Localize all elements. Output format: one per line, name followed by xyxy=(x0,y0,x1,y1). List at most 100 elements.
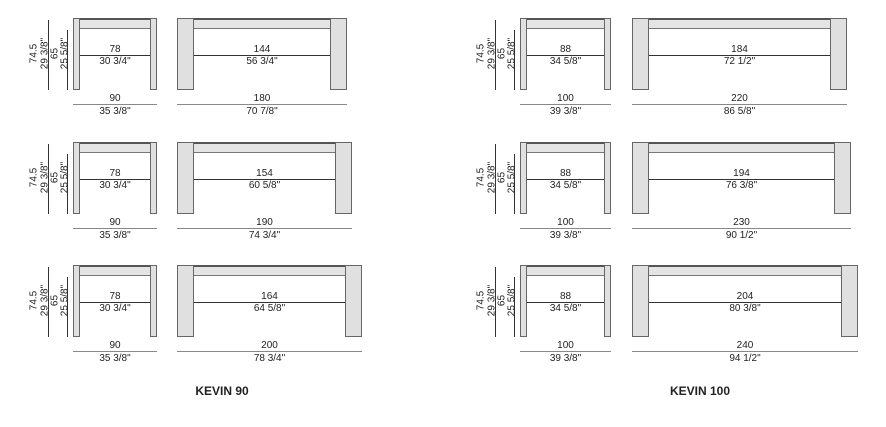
side-dim-line xyxy=(73,104,157,105)
side-inner-cm: 88 xyxy=(559,44,572,55)
front-leg-right xyxy=(335,142,352,214)
height-total-cm: 74.5 xyxy=(28,43,40,64)
front-dim-line xyxy=(632,228,851,229)
front-width-in: 90 1/2" xyxy=(725,230,758,241)
front-leg-right xyxy=(841,265,858,337)
height-line-total xyxy=(495,144,496,214)
front-leg-left xyxy=(632,18,649,90)
height-total-cm: 74.5 xyxy=(28,290,40,311)
side-width-in: 35 3/8" xyxy=(99,106,131,117)
height-line-total xyxy=(48,267,49,337)
side-leg-left xyxy=(73,18,80,90)
front-leg-right xyxy=(345,265,362,337)
side-inner-line xyxy=(527,179,604,180)
front-inner-cm: 164 xyxy=(261,291,278,302)
height-line-total xyxy=(48,20,49,90)
side-leg-left xyxy=(520,142,527,214)
front-inner-in: 72 1/2" xyxy=(723,56,756,67)
front-dim-line xyxy=(177,351,362,352)
side-tabletop xyxy=(73,142,157,153)
side-inner-in: 30 3/4" xyxy=(99,180,131,191)
front-width-cm: 230 xyxy=(733,217,750,228)
side-leg-left xyxy=(520,265,527,337)
side-inner-line xyxy=(527,55,604,56)
side-dim-line xyxy=(520,351,611,352)
height-line-inner xyxy=(514,30,515,90)
height-line-inner xyxy=(67,277,68,337)
side-tabletop xyxy=(73,265,157,276)
front-tabletop xyxy=(177,142,352,153)
side-inner-cm: 78 xyxy=(109,291,121,302)
front-inner-cm: 154 xyxy=(256,168,273,179)
front-inner-cm: 184 xyxy=(731,44,748,55)
group-title: KEVIN 100 xyxy=(669,384,731,398)
front-width-in: 94 1/2" xyxy=(729,353,761,364)
side-dim-line xyxy=(520,104,611,105)
front-inner-line xyxy=(649,55,830,56)
front-tabletop xyxy=(632,18,847,29)
height-total-cm: 74.5 xyxy=(475,167,487,188)
side-tabletop xyxy=(520,18,611,29)
front-tabletop xyxy=(632,265,858,276)
front-width-in: 70 7/8" xyxy=(246,106,278,117)
side-inner-line xyxy=(527,302,604,303)
side-leg-right xyxy=(604,265,611,337)
side-inner-line xyxy=(80,302,150,303)
height-inner-in: 25 5/8" xyxy=(59,37,71,70)
front-dim-line xyxy=(632,104,847,105)
front-inner-line xyxy=(649,302,841,303)
side-leg-left xyxy=(73,142,80,214)
side-leg-right xyxy=(150,142,157,214)
front-tabletop xyxy=(177,265,362,276)
front-inner-in: 56 3/4" xyxy=(246,56,278,67)
front-width-cm: 240 xyxy=(736,340,754,351)
side-inner-cm: 78 xyxy=(109,168,121,179)
side-tabletop xyxy=(520,142,611,153)
front-inner-in: 80 3/8" xyxy=(729,303,761,314)
front-leg-right xyxy=(834,142,851,214)
side-dim-line xyxy=(73,228,157,229)
side-width-cm: 100 xyxy=(557,93,574,104)
side-leg-right xyxy=(604,18,611,90)
front-inner-cm: 194 xyxy=(733,168,750,179)
height-line-inner xyxy=(514,277,515,337)
front-width-cm: 220 xyxy=(731,93,748,104)
group-title: KEVIN 90 xyxy=(195,384,249,398)
front-width-cm: 190 xyxy=(256,217,273,228)
height-total-cm: 74.5 xyxy=(28,167,40,188)
height-inner-in: 25 5/8" xyxy=(506,284,518,317)
side-inner-in: 30 3/4" xyxy=(99,303,131,314)
height-line-total xyxy=(48,144,49,214)
side-width-in: 35 3/8" xyxy=(99,353,131,364)
side-leg-left xyxy=(520,18,527,90)
front-width-in: 74 3/4" xyxy=(248,230,281,241)
front-leg-right xyxy=(330,18,347,90)
side-inner-line xyxy=(80,55,150,56)
side-width-cm: 100 xyxy=(557,340,574,351)
side-width-in: 39 3/8" xyxy=(549,353,582,364)
front-width-cm: 180 xyxy=(253,93,271,104)
front-leg-left xyxy=(177,142,194,214)
side-leg-right xyxy=(150,265,157,337)
side-dim-line xyxy=(520,228,611,229)
side-leg-left xyxy=(73,265,80,337)
front-inner-line xyxy=(194,55,330,56)
side-inner-cm: 88 xyxy=(559,291,572,302)
front-dim-line xyxy=(632,351,858,352)
side-width-in: 39 3/8" xyxy=(549,106,582,117)
front-inner-line xyxy=(649,179,834,180)
side-inner-in: 30 3/4" xyxy=(99,56,131,67)
front-inner-in: 60 5/8" xyxy=(248,180,281,191)
front-width-in: 78 3/4" xyxy=(253,353,286,364)
height-line-inner xyxy=(514,154,515,214)
side-width-cm: 90 xyxy=(109,93,121,104)
height-line-total xyxy=(495,267,496,337)
height-total-cm: 74.5 xyxy=(475,290,487,311)
side-leg-right xyxy=(150,18,157,90)
height-line-total xyxy=(495,20,496,90)
front-leg-right xyxy=(830,18,847,90)
side-inner-line xyxy=(80,179,150,180)
front-tabletop xyxy=(632,142,851,153)
side-leg-right xyxy=(604,142,611,214)
